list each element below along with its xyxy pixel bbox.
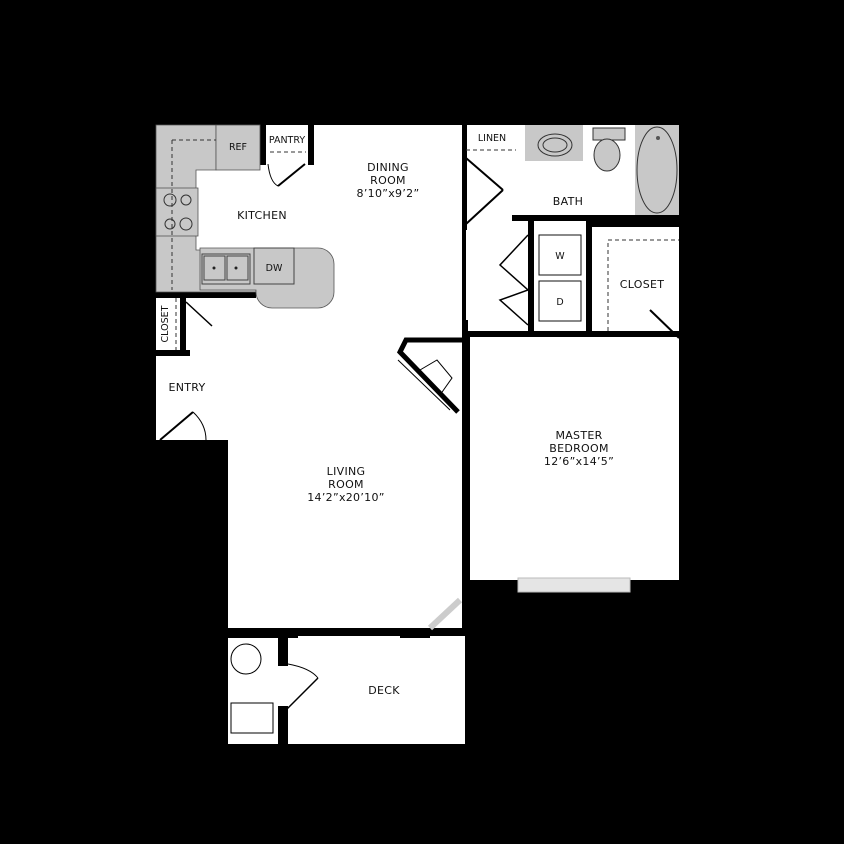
dishwasher	[253, 247, 295, 285]
dining-label-1: DINING	[367, 161, 409, 174]
linen-label: LINEN	[478, 133, 506, 144]
kitchen-counters: REF DW	[155, 124, 335, 309]
closet-master-label: CLOSET	[620, 278, 665, 291]
refrigerator	[215, 124, 261, 171]
pantry-label: PANTRY	[269, 135, 306, 146]
bath-fixtures: LINEN BATH	[465, 125, 679, 225]
pantry: PANTRY	[267, 135, 306, 187]
closet-entry-label: CLOSET	[160, 305, 171, 342]
living-label-2: ROOM	[328, 478, 364, 491]
living-dims: 14’2”x20’10”	[307, 491, 385, 504]
dining-label-2: ROOM	[370, 174, 406, 187]
laundry: W D	[498, 234, 582, 326]
washer-label: W	[555, 251, 565, 262]
room-labels: KITCHEN DINING ROOM 8’10”x9’2” ENTRY LIV…	[168, 161, 614, 504]
master-label-1: MASTER	[555, 429, 602, 442]
entry-closet: CLOSET	[160, 298, 213, 350]
ref-label: REF	[229, 142, 247, 153]
dining-dims: 8’10”x9’2”	[357, 187, 420, 200]
entry-label: ENTRY	[168, 381, 205, 394]
deck-area: DECK	[230, 577, 631, 749]
bath-label: BATH	[553, 195, 583, 208]
entry-door	[159, 411, 207, 441]
fireplace	[396, 337, 462, 414]
master-label-2: BEDROOM	[549, 442, 609, 455]
dryer-label: D	[556, 297, 563, 308]
stove	[155, 187, 199, 237]
kitchen-label: KITCHEN	[237, 209, 287, 222]
master-closet: CLOSET	[607, 239, 680, 339]
walls	[156, 125, 679, 744]
deck-label: DECK	[368, 684, 400, 697]
master-dims: 12’6”x14’5”	[544, 455, 614, 468]
dw-label: DW	[266, 263, 283, 274]
living-label-1: LIVING	[327, 465, 366, 478]
